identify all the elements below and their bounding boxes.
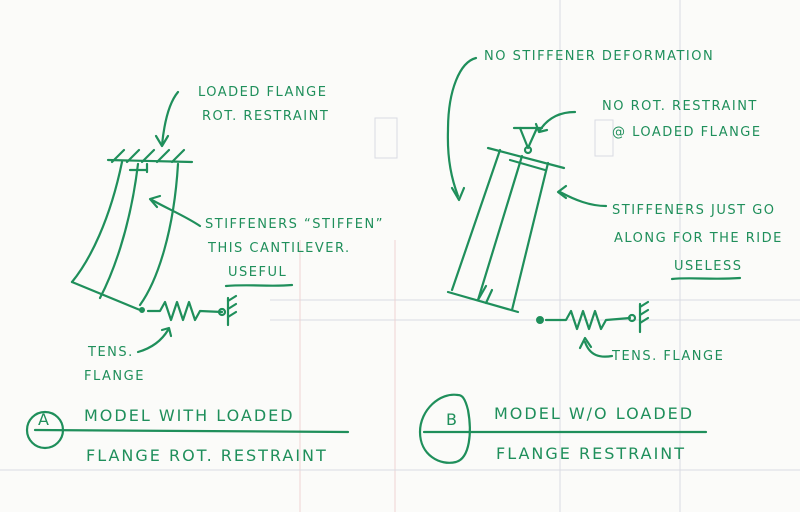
panel-b-tens-leader (583, 340, 614, 358)
panel-b-web-right (510, 161, 550, 312)
panel-a-loaded-flange (106, 158, 194, 164)
panel-b-label-useless: Useless (674, 259, 743, 274)
panel-a-caption-divider (33, 428, 350, 434)
panel-b-label-no-restraint: No Rot. Restraint (602, 99, 758, 114)
panel-a-label-useful: Useful (228, 265, 288, 280)
panel-b-load-arrow (518, 126, 539, 150)
panel-b-pin (536, 316, 544, 324)
panel-a-tension-flange (70, 280, 142, 312)
panel-b-label-stiffeners: Stiffeners just go (612, 203, 776, 218)
panel-b-web-left (450, 148, 502, 292)
panel-b-label-no-deformation: No stiffener deformation (484, 49, 715, 64)
panel-a-label-tens: Tens. (88, 345, 134, 360)
panel-b-deformation-leader (446, 56, 478, 198)
panel-b-label-along-ride: along for the ride (614, 231, 783, 246)
panel-a-pin (139, 307, 145, 313)
panel-a-restraint-arrowhead (154, 134, 170, 148)
panel-b-spring (544, 309, 632, 331)
panel-a-web-left (70, 160, 124, 284)
panel-a-spring (146, 300, 224, 322)
panel-b-caption-line-2: Flange Restraint (496, 444, 687, 463)
panel-a-tens-leader (136, 328, 170, 354)
panel-b-stiffener-leader (558, 190, 608, 208)
panel-b-caption-line-1: Model w/o loaded (494, 404, 695, 423)
panel-a-label-cantilever: this cantilever. (208, 241, 351, 256)
panel-a-circle-letter: A (38, 410, 51, 429)
panel-b-circle (418, 393, 471, 464)
panel-a-useful-underline (224, 283, 294, 288)
panel-a-flange-hatching (110, 148, 186, 164)
panel-b-tension-flange (446, 290, 520, 314)
panel-b-label-at-loaded-flange: @ loaded flange (612, 125, 762, 140)
panel-a-stiffener (98, 162, 140, 300)
panel-a-label-rot-restraint: Rot. Restraint (202, 109, 330, 124)
panel-b-useless-underline (670, 276, 742, 281)
panel-b-label-tens-flange: Tens. Flange (612, 349, 725, 364)
panel-b-stiffener (476, 154, 524, 302)
panel-a-label-loaded-flange: Loaded Flange (198, 85, 328, 100)
panel-b-circle-letter: B (446, 410, 459, 429)
panel-a-caption-line-1: Model with loaded (84, 406, 295, 425)
panel-a-restraint-leader (160, 90, 180, 147)
panel-a-label-flange: Flange (84, 369, 145, 384)
panel-a-web-right (138, 162, 180, 307)
panel-a-caption-line-2: Flange Rot. Restraint (86, 446, 328, 465)
panel-a-label-stiffeners: Stiffeners “stiffen” (205, 217, 384, 232)
panel-a-stiffener-leader (150, 198, 202, 228)
panel-b-restraint-leader (538, 110, 577, 132)
